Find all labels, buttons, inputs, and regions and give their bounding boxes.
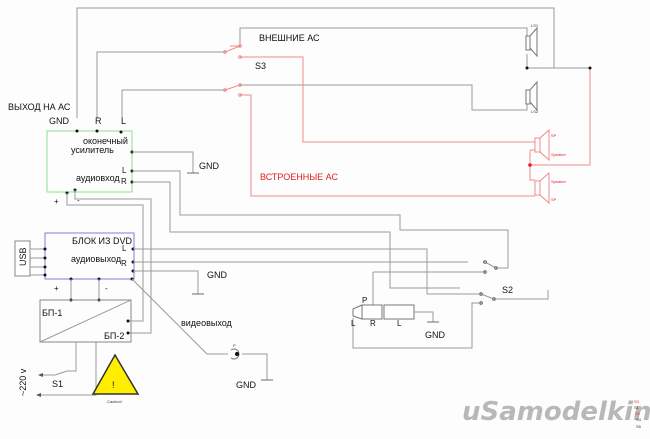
- svg-text:P: P: [362, 296, 367, 305]
- svg-text:+: +: [54, 197, 59, 206]
- svg-text:L: L: [122, 244, 127, 253]
- svg-text:S4: S4: [636, 417, 642, 422]
- svg-text:GND: GND: [207, 270, 228, 280]
- svg-text:L: L: [397, 319, 402, 328]
- svg-text:L: L: [122, 166, 127, 175]
- svg-text:!: !: [112, 380, 115, 390]
- svg-text:R: R: [95, 116, 102, 126]
- external-speakers-label: ВНЕШНИЕ АС: [259, 33, 320, 43]
- psu1-label: БП-1: [42, 308, 62, 318]
- svg-text:S2: S2: [635, 411, 641, 416]
- speaker-ls1-icon: LS1: [525, 23, 539, 58]
- switch-s2[interactable]: [479, 260, 498, 305]
- junction-dot: [525, 66, 529, 70]
- svg-text:Caution!: Caution!: [107, 399, 122, 404]
- svg-text:L: L: [121, 116, 126, 126]
- dvd-block-label: БЛОК ИЗ DVD: [72, 236, 132, 246]
- svg-text:+: +: [54, 284, 59, 293]
- s1-label: S1: [52, 379, 63, 389]
- svg-text:GND: GND: [199, 161, 220, 171]
- dvd-block: [44, 232, 135, 280]
- psu2-label: БП-2: [104, 331, 124, 341]
- external-speaker-wiring: [76, 7, 591, 160]
- usb-label: USB: [18, 247, 28, 266]
- svg-text:R: R: [370, 319, 376, 328]
- junction-dot: [588, 66, 592, 70]
- svg-text:GND: GND: [425, 330, 446, 340]
- svg-text:оконечный: оконечный: [83, 136, 128, 146]
- svg-text:LS2: LS2: [531, 109, 539, 114]
- legend: S3 S1 S2 S4 S5: [634, 399, 642, 429]
- svg-text:-: -: [77, 196, 80, 205]
- svg-text:Speaker: Speaker: [551, 179, 567, 184]
- switch-s1[interactable]: [54, 370, 68, 376]
- svg-text:S1: S1: [634, 405, 640, 410]
- mains-label: ~220 v: [18, 368, 28, 396]
- s3-label: S3: [255, 61, 266, 71]
- watermark: uSamodelkina.ru: [462, 397, 650, 427]
- svg-text:S3: S3: [634, 399, 640, 404]
- svg-text:P: P: [233, 343, 236, 348]
- svg-text:S5: S5: [636, 424, 642, 429]
- caution-warning-icon: ! Caution!: [91, 353, 140, 404]
- junction-dot: [528, 163, 532, 167]
- svg-text:-: -: [105, 284, 108, 293]
- svg-text:L: L: [351, 319, 356, 328]
- svg-text:R: R: [121, 259, 127, 268]
- headphone-jack[interactable]: P L R L: [351, 296, 415, 328]
- svg-text:аудиовход: аудиовход: [76, 173, 120, 183]
- svg-text:усилитель: усилитель: [71, 145, 114, 155]
- output-to-speakers-label: ВЫХОД НА АС: [8, 102, 71, 112]
- power-supply-block: [39, 299, 132, 343]
- svg-text:SP: SP: [551, 133, 557, 138]
- builtin-speaker-wiring: [240, 56, 591, 197]
- svg-text:аудиовыход: аудиовыход: [71, 254, 122, 264]
- svg-text:R: R: [121, 177, 127, 186]
- video-rca-jack[interactable]: P: [230, 343, 240, 360]
- svg-text:SP: SP: [551, 197, 557, 202]
- svg-text:GND: GND: [236, 380, 257, 390]
- svg-text:Speaker: Speaker: [551, 152, 567, 157]
- speaker-ls2-icon: LS2: [525, 80, 539, 114]
- gnd-label: GND: [49, 116, 70, 126]
- svg-text:LS1: LS1: [531, 23, 539, 28]
- s2-label: S2: [502, 285, 513, 295]
- amplifier-block: [46, 130, 133, 193]
- builtin-speaker-top-icon: SP Speaker: [534, 128, 567, 162]
- switch-s3[interactable]: [223, 44, 242, 97]
- builtin-speaker-bottom-icon: Speaker SP: [534, 171, 567, 205]
- builtin-speakers-label: ВСТРОЕННЫЕ АС: [260, 172, 338, 182]
- video-out-label: видеовыход: [181, 318, 233, 328]
